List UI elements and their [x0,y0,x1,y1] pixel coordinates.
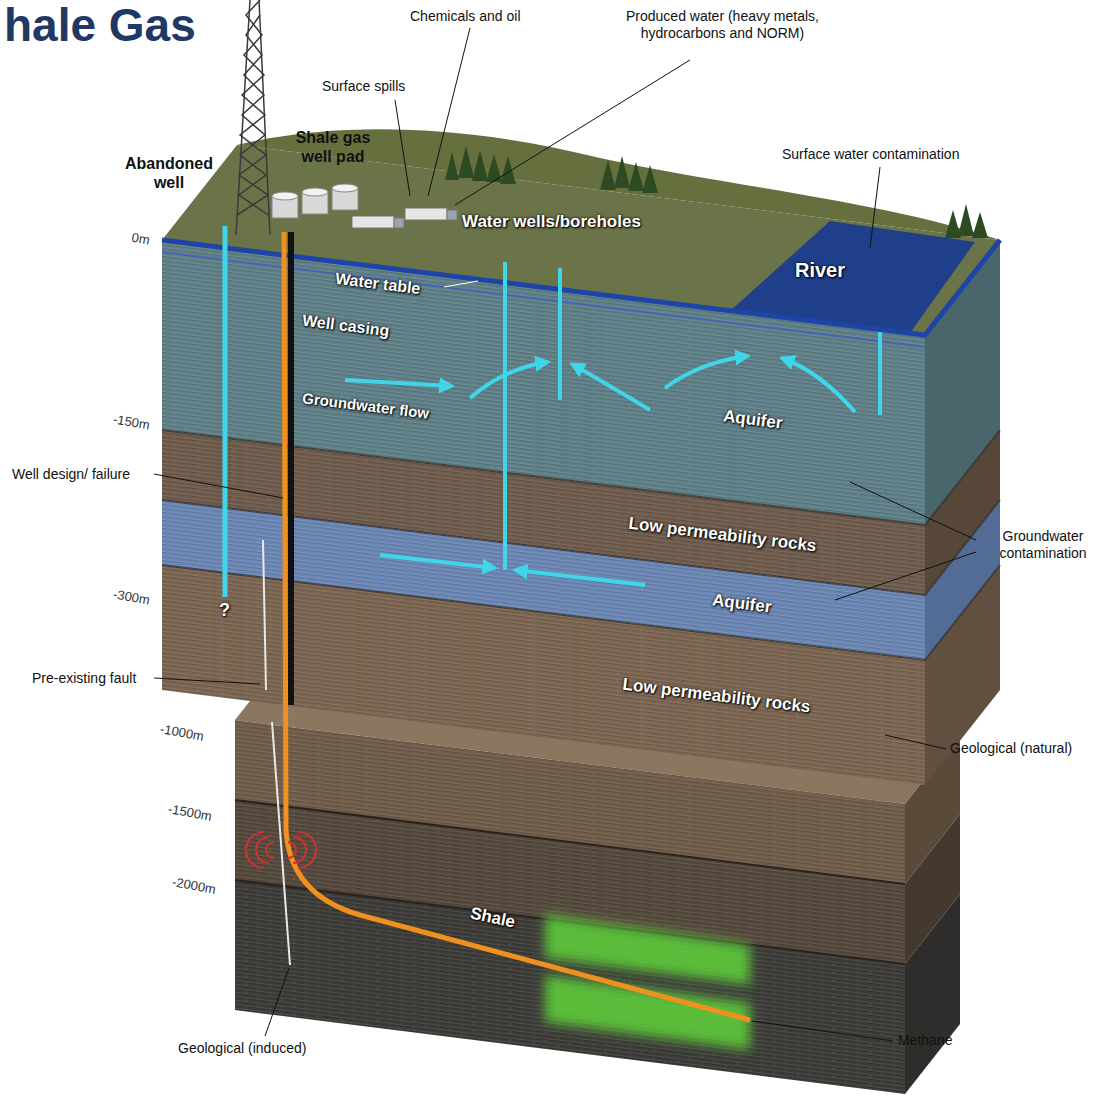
production-well [284,232,750,1020]
annotation-label: Well design/ failure [12,466,130,483]
depth-label: -2000m [171,874,217,897]
groundwater-flow-arrows [345,356,855,585]
annotation-label: Surface spills [322,78,405,95]
annotation-label: Water table [334,269,421,298]
depth-label: -1500m [167,801,213,824]
leader-lines [154,28,976,1041]
annotation-label: Geological (induced) [178,1040,306,1057]
depth-label: -300m [94,583,151,608]
annotation-label: Low permeability rocks [627,514,817,557]
diagram-title: hale Gas [4,0,196,51]
drilling-derrick [236,0,270,235]
annotation-label: Shale [468,904,517,933]
depth-label: 0m [94,223,151,248]
land-surface [162,129,1000,347]
depth-label: -1000m [159,721,205,744]
annotation-label: Aquifer [722,406,784,433]
annotation-label: ? [219,600,230,622]
annotation-label: Surface water contamination [782,146,959,163]
annotation-label: Well casing [301,311,390,341]
annotation-label: River [795,258,845,282]
faults [246,540,316,965]
methane-glow [545,915,750,1050]
annotation-label: Low permeability rocks [621,675,811,718]
annotation-label: Aquifer [711,590,773,617]
annotation-label: Shale gas well pad [283,128,383,166]
water-wells [505,262,880,570]
depth-label: -150m [94,408,151,433]
annotation-label: Chemicals and oil [410,8,521,25]
annotation-label: Abandoned well [114,154,224,192]
abandoned-well [223,226,228,597]
annotation-label: Pre-existing fault [32,670,136,687]
annotation-label: Methane [898,1032,952,1049]
water-table-line [162,240,1000,335]
seismic-waves [246,832,316,868]
annotation-label: Produced water (heavy metals, hydrocarbo… [600,8,845,42]
trees [445,146,988,238]
annotation-label: Groundwater contamination [978,528,1108,562]
annotation-label: Geological (natural) [950,740,1072,757]
annotation-label: Groundwater flow [301,389,430,422]
annotation-label: Water wells/boreholes [462,212,641,232]
